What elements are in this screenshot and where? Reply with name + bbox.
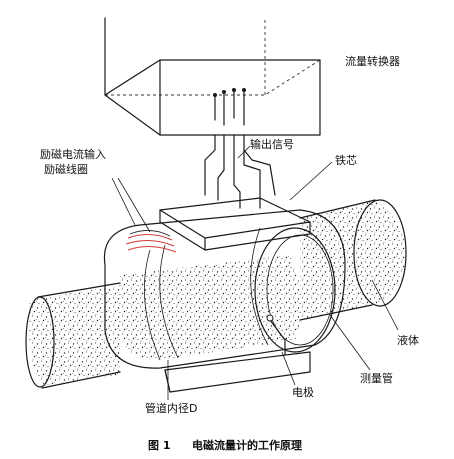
figure-title: 电磁流量计的工作原理 [192,439,302,452]
pipe-right [299,199,407,321]
label-electrode: 电极 [292,386,314,399]
label-measuring-tube: 测量管 [360,372,393,385]
converter-terminals [213,88,246,126]
label-iron-core: 铁芯 [335,154,357,167]
bottom-base [164,351,311,393]
excitation-coil [125,230,177,253]
signal-wires [204,134,276,209]
leader-lines [111,145,399,400]
flow-converter-box [104,17,321,136]
label-liquid: 液体 [397,334,419,347]
label-pipe-diameter: 管道内径D [145,402,198,415]
electrode [266,314,286,356]
iron-core [159,197,311,251]
figure-number: 图 1 [148,439,171,452]
label-output-signal: 输出信号 [250,138,294,151]
label-excitation-input: 励磁电流输入 [40,148,106,161]
label-flow-converter: 流量转换器 [345,55,400,68]
pipe-left [25,282,121,389]
label-excitation-coil: 励磁线圈 [44,163,88,176]
